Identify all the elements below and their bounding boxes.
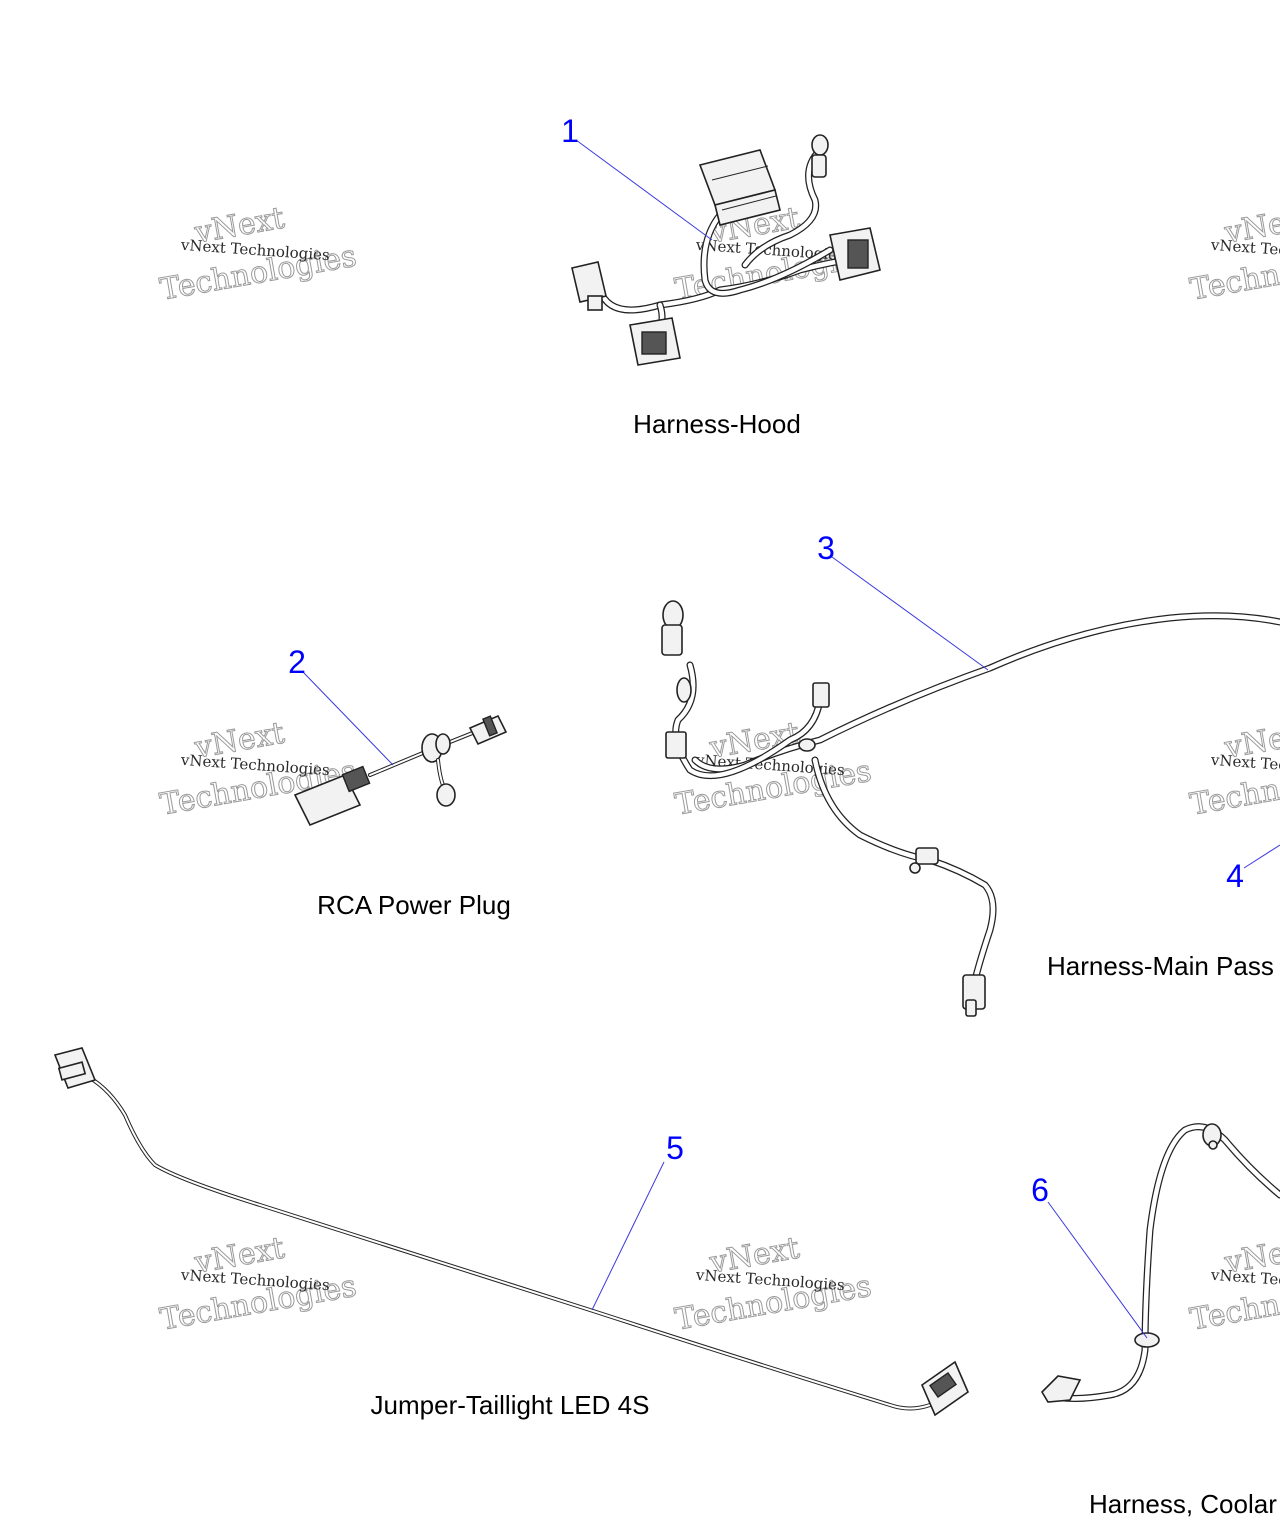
part-harness-coolar[interactable]: 6 Harness, Coolar — [1031, 1123, 1280, 1519]
watermark: vNext Technologies vNext Technologies — [1187, 715, 1280, 823]
leader-line-3 — [831, 556, 989, 671]
callout-5: 5 — [666, 1130, 684, 1166]
watermark: vNext Technologies vNext Technologies — [157, 1230, 360, 1338]
part-harness-main-pass[interactable]: 3 Harness-Main Pass — [661, 530, 1280, 1017]
part-rca-power-plug[interactable]: 2 RCA Power Plug — [288, 644, 511, 920]
callout-2: 2 — [288, 644, 306, 680]
rca-power-plug-drawing — [293, 714, 508, 827]
callout-3: 3 — [817, 530, 835, 566]
leader-line-1 — [575, 139, 713, 241]
part-jumper-taillight[interactable]: 5 Jumper-Taillight LED 4S — [53, 1047, 969, 1420]
watermark-group: vNext Technologies vNext Technologies vN… — [157, 200, 1280, 1338]
callout-4: 4 — [1226, 858, 1244, 894]
part-label-harness-hood: Harness-Hood — [633, 409, 801, 439]
part-harness-hood[interactable]: 1 Harness-Hood — [561, 113, 881, 439]
callout-1: 1 — [561, 113, 579, 149]
harness-main-pass-drawing — [661, 600, 1280, 1017]
part-4[interactable]: 4 — [1226, 844, 1280, 894]
leader-line-5 — [591, 1161, 665, 1311]
leader-line-4 — [1243, 844, 1280, 869]
harness-hood-drawing — [571, 134, 881, 366]
part-label-jumper-taillight: Jumper-Taillight LED 4S — [371, 1390, 650, 1420]
leader-line-2 — [302, 671, 394, 766]
watermark: vNext Technologies vNext Technologies — [672, 1230, 875, 1338]
leader-line-6 — [1047, 1201, 1148, 1339]
watermark: vNext Technologies vNext Technologies — [157, 200, 360, 308]
part-label-rca-power-plug: RCA Power Plug — [317, 890, 511, 920]
watermark: vNext Technologies vNext Technologies — [1187, 1230, 1280, 1338]
watermark: vNext Technologies vNext Technologies — [1187, 200, 1280, 308]
harness-coolar-drawing — [1040, 1123, 1280, 1403]
part-label-harness-main-pass: Harness-Main Pass — [1047, 951, 1274, 981]
part-label-harness-coolar: Harness, Coolar — [1089, 1489, 1277, 1519]
jumper-taillight-drawing — [53, 1047, 969, 1417]
callout-6: 6 — [1031, 1172, 1049, 1208]
